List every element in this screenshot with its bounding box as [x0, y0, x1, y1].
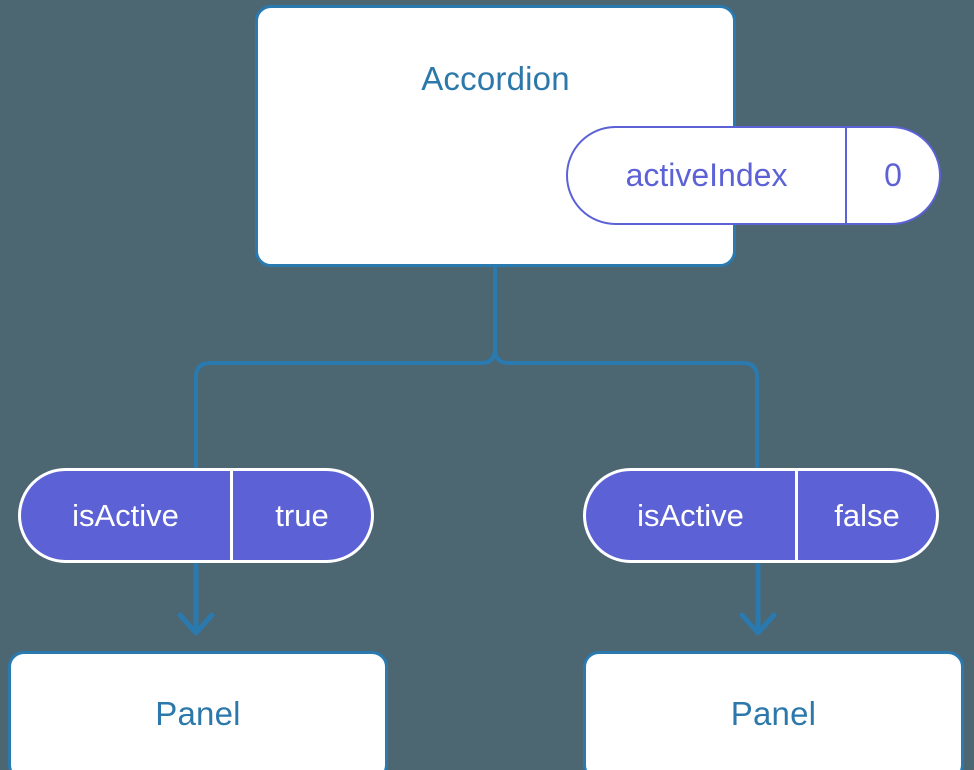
prop-pill-right[interactable]: isActive false — [583, 468, 939, 563]
state-pill-activeindex[interactable]: activeIndex 0 — [566, 126, 941, 225]
component-title-accordion: Accordion — [421, 60, 570, 97]
prop-pill-left-key: isActive — [21, 471, 233, 560]
connector-tree-trunk — [194, 265, 497, 470]
component-card-panel-right[interactable]: Panel — [583, 651, 964, 770]
state-pill-key: activeIndex — [568, 128, 847, 223]
prop-pill-right-key: isActive — [586, 471, 798, 560]
prop-pill-left[interactable]: isActive true — [18, 468, 374, 563]
component-title-panel-left: Panel — [155, 695, 241, 732]
connector-tree-branch-right — [493, 347, 759, 470]
prop-pill-right-value: false — [834, 497, 900, 533]
component-title-panel-right: Panel — [730, 695, 817, 732]
component-card-accordion[interactable]: Accordion activeIndex 0 — [255, 5, 941, 267]
arrow-left-pill-to-panel — [177, 562, 215, 636]
arrow-right-pill-to-panel — [739, 562, 777, 636]
prop-pill-left-value: true — [275, 497, 329, 533]
state-pill-value: 0 — [884, 157, 902, 193]
component-card-panel-left[interactable]: Panel — [8, 651, 388, 770]
